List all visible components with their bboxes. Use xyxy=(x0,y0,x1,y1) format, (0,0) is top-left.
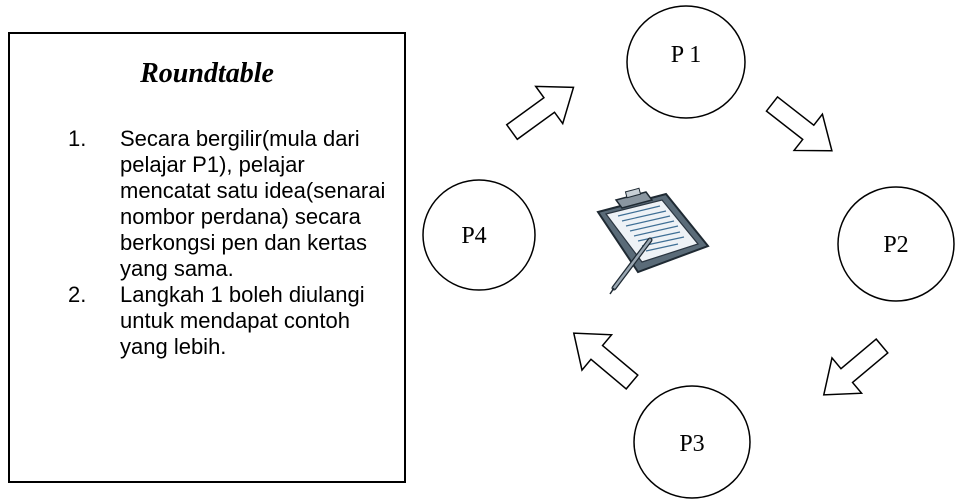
instructions-panel: Roundtable 1. Secara bergilir(mula dari … xyxy=(8,32,406,483)
node-circle xyxy=(837,186,955,302)
panel-title: Roundtable xyxy=(140,58,274,89)
node-circle xyxy=(626,5,746,119)
participant-p3: P3 xyxy=(633,385,751,499)
arrow-p4-to-p1-icon xyxy=(497,67,588,152)
node-label: P3 xyxy=(679,431,704,457)
step-number: 2. xyxy=(68,282,87,307)
step-item: 1. Secara bergilir(mula dari pelajar P1)… xyxy=(68,126,392,282)
clipboard-with-pen-icon xyxy=(596,187,710,295)
node-circle xyxy=(422,179,536,291)
arrow-p3-to-p4-icon xyxy=(558,314,648,401)
node-label: P2 xyxy=(883,232,908,258)
arrow-p1-to-p2-icon xyxy=(757,85,847,170)
node-circle xyxy=(633,385,751,499)
participant-p2: P2 xyxy=(837,186,955,302)
steps-list: 1. Secara bergilir(mula dari pelajar P1)… xyxy=(68,126,392,360)
participant-p1: P 1 xyxy=(626,5,746,119)
node-label: P4 xyxy=(461,223,486,249)
participant-p4: P4 xyxy=(422,179,536,291)
step-text: Langkah 1 boleh diulangi untuk mendapat … xyxy=(120,282,365,359)
node-label: P 1 xyxy=(671,42,701,68)
step-text: Secara bergilir(mula dari pelajar P1), p… xyxy=(120,126,386,281)
step-item: 2. Langkah 1 boleh diulangi untuk mendap… xyxy=(68,282,392,360)
arrow-p2-to-p3-icon xyxy=(808,327,898,414)
step-number: 1. xyxy=(68,126,87,151)
